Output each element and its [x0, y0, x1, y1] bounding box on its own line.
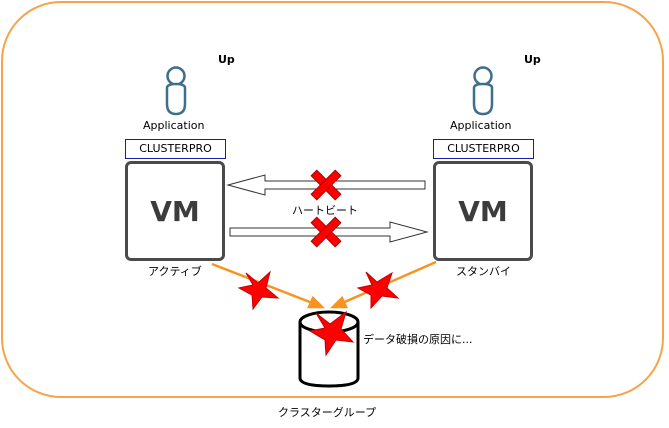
left-role-label: アクティブ: [148, 265, 202, 278]
right-app-label: Application: [450, 119, 512, 132]
storage-note: データ破損の原因に...: [363, 333, 473, 346]
burst-icon: [356, 271, 400, 310]
right-vm-box: VM: [433, 161, 533, 261]
left-vm-box: VM: [125, 161, 225, 261]
user-icon: [472, 66, 494, 116]
right-clusterpro-box: CLUSTERPRO: [433, 139, 534, 159]
user-icon: [165, 66, 187, 116]
right-role-label: スタンバイ: [456, 265, 511, 278]
right-status: Up: [524, 53, 541, 66]
heartbeat-label: ハートビート: [292, 204, 358, 217]
cross-icon: [310, 216, 342, 248]
left-clusterpro-box: CLUSTERPRO: [125, 139, 226, 159]
burst-icon: [308, 310, 355, 357]
left-status: Up: [218, 53, 235, 66]
cluster-group-container: [1, 1, 664, 398]
cross-icon: [310, 169, 342, 201]
burst-icon: [237, 270, 280, 311]
left-app-label: Application: [143, 119, 205, 132]
cluster-group-label: クラスターグループ: [278, 406, 377, 419]
